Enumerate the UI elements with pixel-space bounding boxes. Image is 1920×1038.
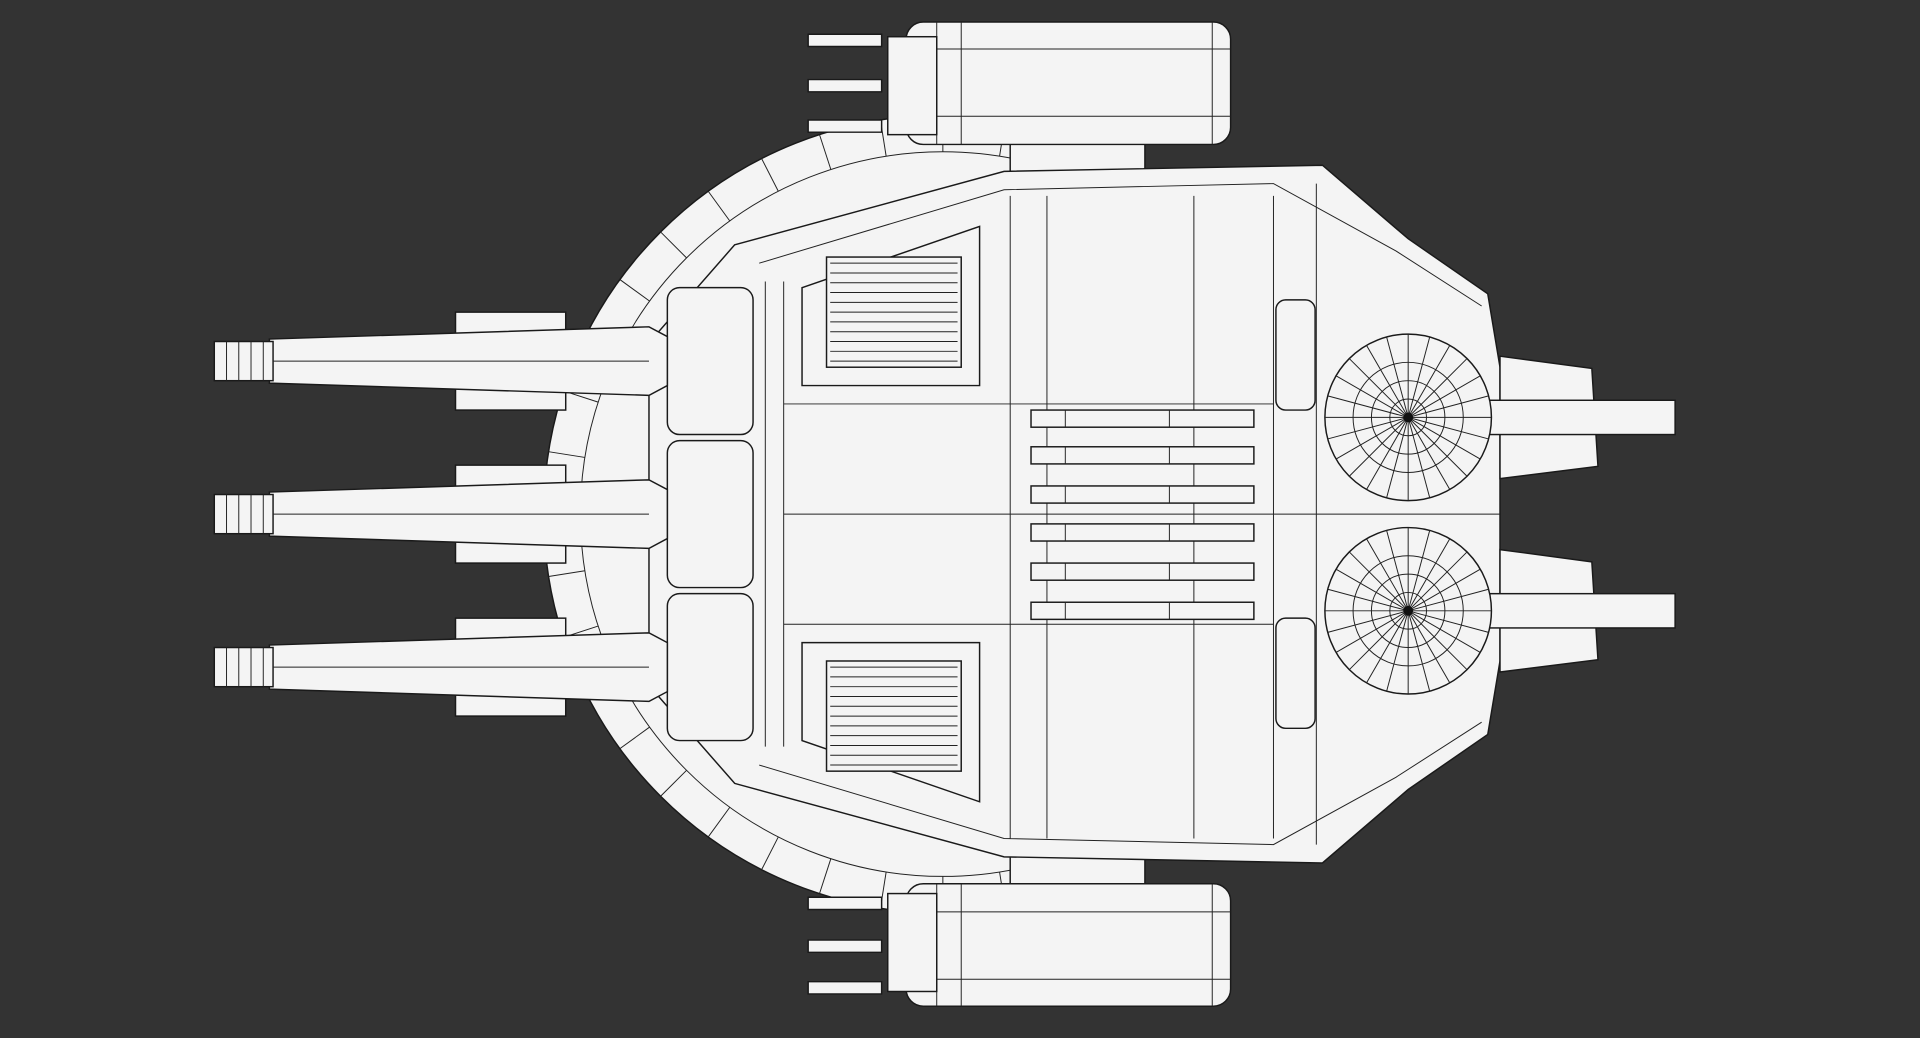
plate xyxy=(1030,446,1255,465)
rear-thruster-disc xyxy=(1324,333,1493,502)
disc-hub xyxy=(1403,412,1414,423)
cannon-mount xyxy=(666,286,754,436)
disc-spoke xyxy=(1407,345,1451,418)
thruster-pipe xyxy=(1487,399,1676,436)
disk-segment xyxy=(819,858,832,894)
disk-segment xyxy=(619,279,650,302)
disk-segment xyxy=(761,836,779,870)
plate xyxy=(1030,523,1255,542)
disc-spoke xyxy=(1348,551,1409,612)
disc-spoke xyxy=(1407,417,1451,490)
cannon-muzzle xyxy=(213,646,274,688)
cannon-muzzle xyxy=(213,493,274,535)
disk-segment xyxy=(707,190,731,222)
disc-spoke xyxy=(1327,395,1409,418)
disc-spoke xyxy=(1386,417,1409,498)
disc-spoke xyxy=(1327,588,1409,612)
rear-thruster-disc xyxy=(1324,526,1493,695)
disk-segment xyxy=(707,806,731,838)
disc-spoke xyxy=(1335,375,1409,418)
disc-spoke xyxy=(1366,538,1409,612)
disc-spoke xyxy=(1407,417,1431,498)
bottom-vent xyxy=(801,641,981,803)
disc-spoke xyxy=(1407,417,1468,477)
front-cannon xyxy=(213,286,754,436)
disc-spoke xyxy=(1407,551,1468,612)
thruster-pipe xyxy=(1487,592,1676,629)
cannon-mount xyxy=(666,439,754,589)
disc-spoke xyxy=(1407,358,1468,418)
cannon-muzzle xyxy=(213,340,274,382)
disc-spoke xyxy=(1327,416,1409,440)
plate xyxy=(1030,562,1255,581)
disc-hub xyxy=(1403,605,1414,616)
disc-spoke xyxy=(1407,336,1431,418)
disc-spoke xyxy=(1407,530,1431,611)
disc-spoke xyxy=(1335,610,1409,653)
disc-spoke xyxy=(1407,538,1451,612)
disc-spoke xyxy=(1407,375,1481,418)
hatch-bottom xyxy=(1275,617,1316,730)
center-plates xyxy=(1030,409,1255,621)
disc-spoke xyxy=(1407,610,1481,653)
disk-segment xyxy=(660,769,687,797)
front-cannon xyxy=(213,439,754,589)
disc-spoke xyxy=(1408,588,1489,612)
disc-spoke xyxy=(1386,610,1409,692)
disc-spoke xyxy=(1407,610,1468,671)
disk-segment xyxy=(819,134,832,170)
front-cannon xyxy=(213,592,754,742)
disc-spoke xyxy=(1386,336,1409,418)
disc-spoke xyxy=(1366,417,1409,490)
top-vent xyxy=(801,225,981,387)
disc-spoke xyxy=(1408,416,1489,440)
disk-segment xyxy=(548,570,585,578)
top-pod xyxy=(807,21,1232,185)
disk-segment xyxy=(761,158,779,192)
disc-spoke xyxy=(1407,416,1481,460)
disc-spoke xyxy=(1408,395,1489,418)
plate xyxy=(1030,601,1255,621)
disc-spoke xyxy=(1408,610,1489,633)
disc-spoke xyxy=(1386,530,1409,611)
bottom-pod xyxy=(807,849,1232,1007)
disc-spoke xyxy=(1407,568,1481,612)
disc-spoke xyxy=(1407,610,1451,684)
disc-spoke xyxy=(1335,416,1409,460)
plate xyxy=(1030,485,1255,504)
plate xyxy=(1030,409,1255,428)
disc-spoke xyxy=(1366,610,1409,684)
disc-spoke xyxy=(1348,358,1409,418)
disc-spoke xyxy=(1335,568,1409,612)
hatch-top xyxy=(1275,299,1316,411)
disc-spoke xyxy=(1407,610,1431,692)
disc-spoke xyxy=(1348,610,1409,671)
disk-segment xyxy=(660,231,687,259)
disc-spoke xyxy=(1366,345,1409,418)
disc-spoke xyxy=(1348,417,1409,477)
disk-segment xyxy=(548,451,585,458)
cannon-mount xyxy=(666,592,754,742)
disk-segment xyxy=(619,726,650,750)
disc-spoke xyxy=(1327,610,1409,633)
